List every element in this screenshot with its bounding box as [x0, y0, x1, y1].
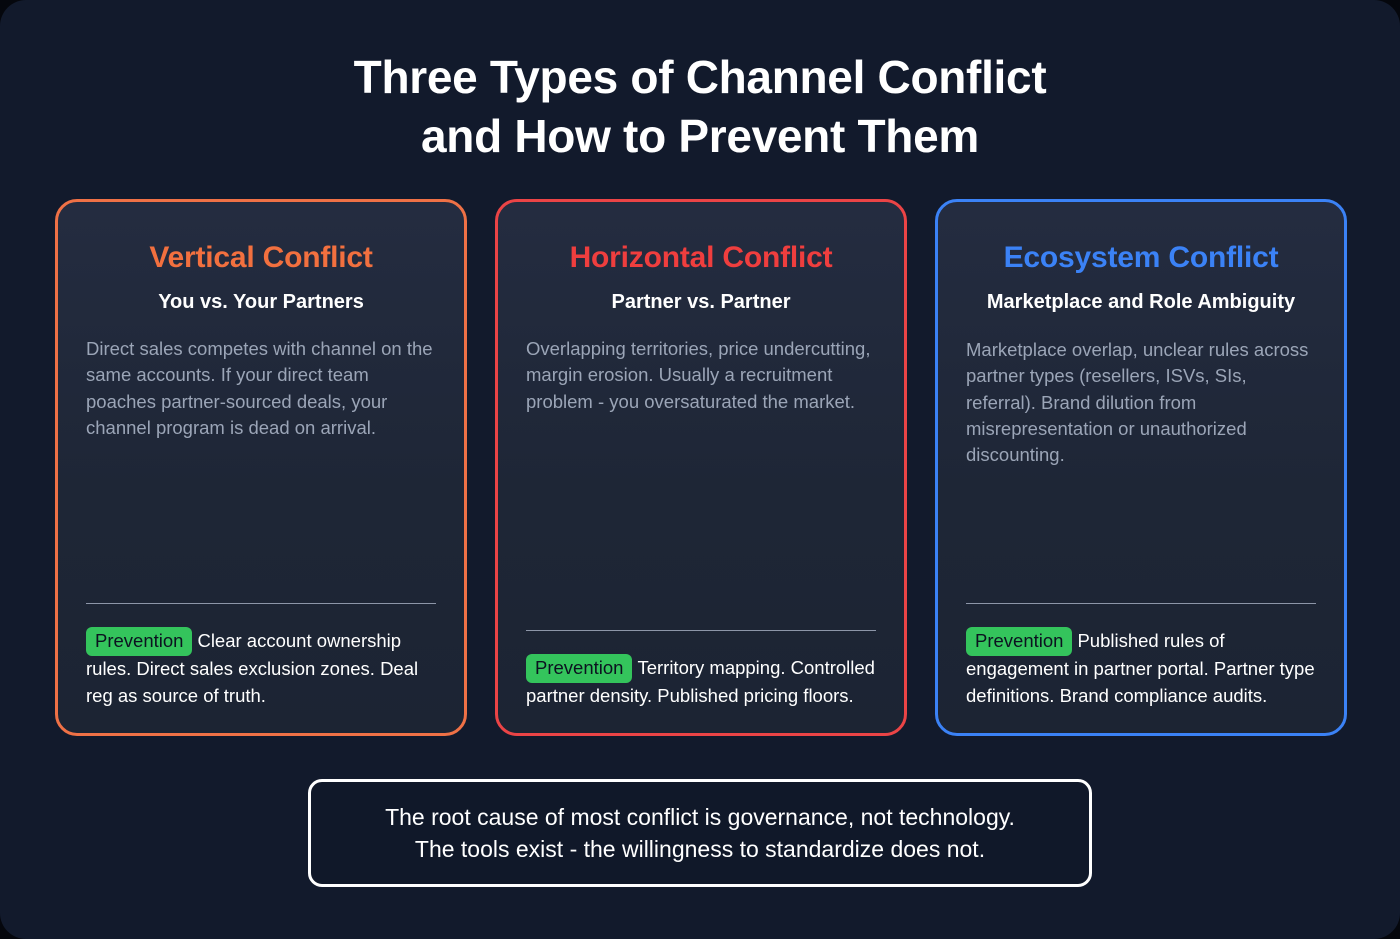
conflict-cards-row: Vertical Conflict You vs. Your Partners … [55, 199, 1347, 736]
card-spacer [966, 468, 1316, 603]
page-title-line-2: and How to Prevent Them [421, 110, 979, 162]
card-horizontal-conflict: Horizontal Conflict Partner vs. Partner … [495, 199, 907, 736]
card-subtitle-ecosystem: Marketplace and Role Ambiguity [986, 291, 1296, 313]
prevention-badge-ecosystem: Prevention [966, 627, 1073, 657]
footer-line-2: The tools exist - the willingness to sta… [414, 836, 986, 862]
card-divider-horizontal [526, 629, 876, 631]
card-spacer [86, 441, 436, 603]
footer-line-1: The root cause of most conflict is gover… [385, 804, 1015, 830]
card-body-horizontal: Overlapping territories, price undercutt… [526, 338, 871, 412]
prevention-text-vertical: Clear account ownership rules. Direct sa… [86, 630, 419, 706]
card-vertical-conflict: Vertical Conflict You vs. Your Partners … [55, 199, 467, 736]
card-subtitle-horizontal: Partner vs. Partner [611, 291, 791, 313]
footer-callout: The root cause of most conflict is gover… [308, 779, 1092, 887]
card-ecosystem-conflict: Ecosystem Conflict Marketplace and Role … [935, 199, 1347, 736]
card-body-ecosystem: Marketplace overlap, unclear rules acros… [966, 339, 1309, 466]
card-title-vertical: Vertical Conflict [149, 241, 373, 274]
prevention-badge-horizontal: Prevention [526, 653, 633, 683]
card-subtitle-vertical: You vs. Your Partners [158, 291, 364, 313]
card-divider-ecosystem [966, 603, 1316, 605]
card-spacer [526, 415, 876, 630]
card-title-ecosystem: Ecosystem Conflict [1003, 241, 1279, 274]
card-title-horizontal: Horizontal Conflict [569, 241, 833, 274]
page-title: Three Types of Channel Conflict and How … [0, 48, 1400, 166]
prevention-text-ecosystem: Published rules of engagement in partner… [966, 630, 1315, 706]
card-body-vertical: Direct sales competes with channel on th… [86, 338, 433, 438]
prevention-text-horizontal: Territory mapping. Controlled partner de… [526, 656, 875, 706]
prevention-badge-vertical: Prevention [86, 627, 193, 657]
page-title-line-1: Three Types of Channel Conflict [353, 51, 1047, 103]
card-divider-vertical [86, 603, 436, 605]
